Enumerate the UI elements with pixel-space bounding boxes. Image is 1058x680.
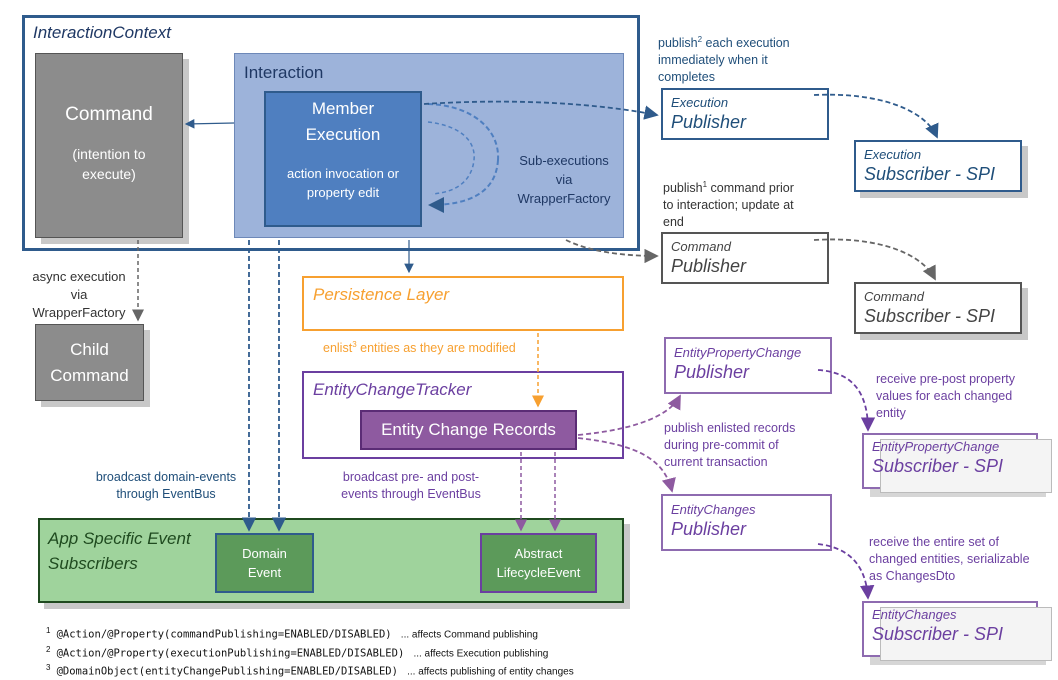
entity-property-change-subscriber-box: EntityPropertyChange Subscriber - SPI xyxy=(862,433,1052,493)
entity-property-change-publisher-box: EntityPropertyChange Publisher xyxy=(664,337,832,394)
command-title: Command xyxy=(65,104,153,125)
publish-execution-sup: 2 xyxy=(697,35,703,44)
arrow-to-command-publisher xyxy=(565,239,659,264)
entity-changes-publisher-name: Publisher xyxy=(671,519,747,539)
execution-publisher-box: Execution Publisher xyxy=(661,88,829,140)
arrow-command-pub-to-sub xyxy=(813,238,936,281)
footnote-2-num: 2 xyxy=(46,644,51,654)
entity-changes-subscriber-name: Subscriber - SPI xyxy=(872,624,1004,644)
footnote-1-num: 1 xyxy=(46,626,51,635)
lifecycle-event-label: Abstract LifecycleEvent xyxy=(496,546,581,580)
footnote-1-text: ... affects Command publishing xyxy=(400,629,538,641)
arrow-epc-pub-to-sub xyxy=(817,369,876,432)
enlist-note: enlist3 entities as they are modified xyxy=(323,340,516,355)
footnote-2-code: @Action/@Property(executionPublishing=EN… xyxy=(56,647,405,660)
entity-change-records-box: Entity Change Records xyxy=(360,410,577,450)
arrow-to-execution-publisher xyxy=(423,100,659,120)
command-subscriber-box: Command Subscriber - SPI xyxy=(854,282,1022,334)
entity-changes-publisher-box: EntityChanges Publisher xyxy=(661,494,832,551)
persistence-layer-box: Persistence Layer xyxy=(302,276,624,331)
footnote-2-text: ... affects Execution publishing xyxy=(413,648,549,660)
arrow-interaction-to-command xyxy=(184,119,235,129)
publish-execution-post: each execution immediately when it compl… xyxy=(658,36,790,85)
footnotes: 1 @Action/@Property(commandPublishing=EN… xyxy=(46,624,574,680)
publish-command-sup: 1 xyxy=(702,180,708,189)
receive-entire-note: receive the entire set of changed entiti… xyxy=(869,535,1030,583)
arrow-to-entity-changes-publisher xyxy=(577,437,676,493)
execution-subscriber-label: Execution xyxy=(864,147,922,162)
entity-property-change-publisher-name: Publisher xyxy=(674,362,750,382)
execution-publisher-label: Execution xyxy=(671,95,729,110)
entity-changes-subscriber-label: EntityChanges xyxy=(872,607,957,622)
enlist-note-pre: enlist xyxy=(323,341,353,356)
broadcast-domain-note: broadcast domain-events through EventBus xyxy=(95,470,237,501)
sub-executions-note: Sub-executions via WrapperFactory xyxy=(517,153,611,206)
child-command-box: Child Command xyxy=(35,324,144,401)
child-command-title: Child Command xyxy=(50,340,129,385)
footnote-3-text: ... affects publishing of entity changes xyxy=(407,666,574,678)
enlist-note-post: entities as they are modified xyxy=(356,341,516,356)
arrow-ec-pub-to-sub xyxy=(817,543,875,600)
command-subscriber-name: Subscriber - SPI xyxy=(864,306,996,326)
publish-command-pre: publish xyxy=(663,181,703,196)
member-execution-detail: action invocation or property edit xyxy=(286,166,399,200)
execution-subscriber-box: Execution Subscriber - SPI xyxy=(854,140,1022,192)
entity-property-change-subscriber-name: Subscriber - SPI xyxy=(872,456,1004,476)
publish-execution-note: publish2 each execution immediately when… xyxy=(658,31,813,86)
command-publisher-label: Command xyxy=(671,239,731,254)
async-execution-note: async execution via WrapperFactory xyxy=(32,269,126,320)
command-publisher-box: Command Publisher xyxy=(661,232,829,284)
entity-property-change-publisher-label: EntityPropertyChange xyxy=(674,345,802,360)
entity-changes-subscriber-ghost xyxy=(880,607,1052,661)
arrow-sub-execution-back xyxy=(428,159,499,213)
arrow-sub-execution-out xyxy=(427,103,500,161)
footnote-2: 2 @Action/@Property(executionPublishing=… xyxy=(46,643,574,662)
footnote-3-code: @DomainObject(entityChangePublishing=ENA… xyxy=(56,665,398,678)
footnote-3-num: 3 xyxy=(46,663,51,673)
entity-changes-subscriber-box: EntityChanges Subscriber - SPI xyxy=(862,601,1052,661)
entity-change-records-title: Entity Change Records xyxy=(381,420,556,439)
entity-changes-publisher-label: EntityChanges xyxy=(671,502,756,517)
domain-event-label: Domain Event xyxy=(242,546,287,580)
entity-change-tracker-title: EntityChangeTracker xyxy=(313,380,472,399)
footnote-1-code: @Action/@Property(commandPublishing=ENAB… xyxy=(56,628,392,641)
footnote-1: 1 @Action/@Property(commandPublishing=EN… xyxy=(46,624,574,643)
interaction-title: Interaction xyxy=(244,63,324,82)
command-box: Command (intention to execute) xyxy=(35,53,183,238)
command-publisher-name: Publisher xyxy=(671,256,747,276)
publish-command-note: publish1 command prior to interaction; u… xyxy=(663,176,803,231)
member-execution-box: Member Execution action invocation or pr… xyxy=(264,91,422,227)
member-execution-title: Member Execution xyxy=(305,99,381,144)
execution-publisher-name: Publisher xyxy=(671,112,747,132)
domain-event-box: Domain Event xyxy=(215,533,314,593)
footnote-3: 3 @DomainObject(entityChangePublishing=E… xyxy=(46,661,574,680)
publish-enlisted-note: publish enlisted records during pre-comm… xyxy=(664,421,796,469)
broadcast-prepost-note: broadcast pre- and post-events through E… xyxy=(341,470,481,501)
arrow-sub-execution-inner xyxy=(427,121,475,195)
persistence-layer-title: Persistence Layer xyxy=(313,285,450,304)
enlist-note-sup: 3 xyxy=(352,340,357,349)
publish-command-post: command prior to interaction; update at … xyxy=(663,181,794,230)
entity-property-change-subscriber-label: EntityPropertyChange xyxy=(872,439,1000,454)
lifecycle-event-box: Abstract LifecycleEvent xyxy=(480,533,597,593)
interaction-context-title: InteractionContext xyxy=(33,23,171,42)
arrow-to-entity-property-change-publisher xyxy=(577,394,681,436)
command-subscriber-label: Command xyxy=(864,289,924,304)
entity-property-change-subscriber-ghost xyxy=(880,439,1052,493)
receive-prepost-note: receive pre-post property values for eac… xyxy=(876,372,1015,420)
command-subtitle: (intention to execute) xyxy=(72,146,146,182)
app-subscribers-title: App Specific Event Subscribers xyxy=(48,529,191,573)
arrow-execution-pub-to-sub xyxy=(813,93,939,139)
publish-execution-pre: publish xyxy=(658,36,698,51)
execution-subscriber-name: Subscriber - SPI xyxy=(864,164,996,184)
